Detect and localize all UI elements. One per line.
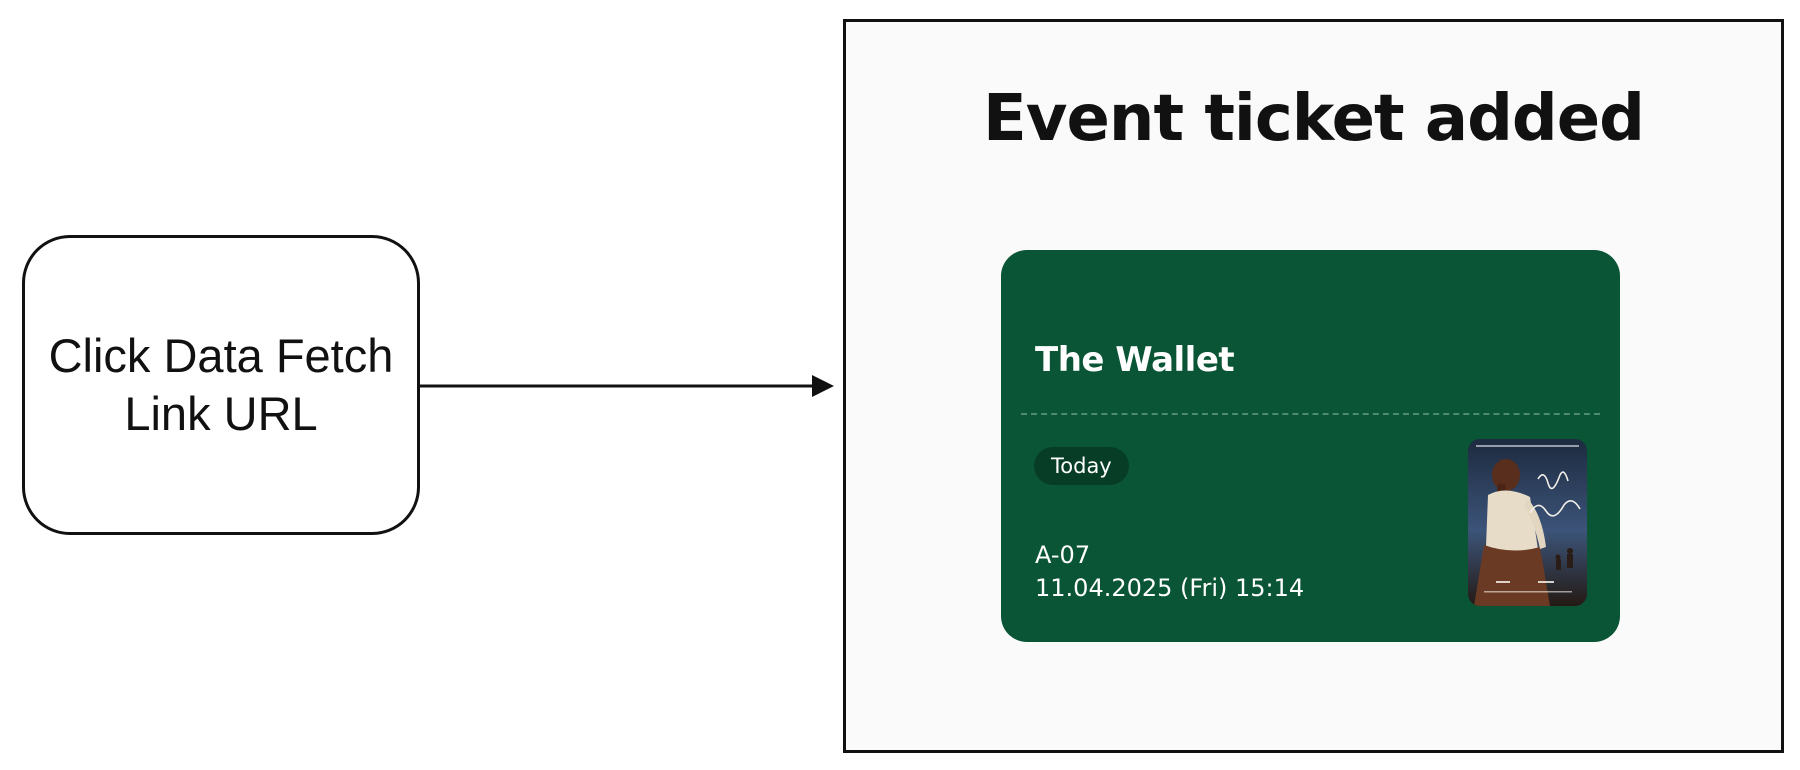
fetch-link-step-box: Click Data Fetch Link URL <box>22 235 420 535</box>
step-label: Click Data Fetch Link URL <box>48 329 394 440</box>
result-panel: Event ticket added The Wallet Today A-07… <box>843 19 1784 753</box>
flow-arrow-head <box>812 375 834 397</box>
ticket-divider <box>1021 413 1600 415</box>
event-ticket-card[interactable]: The Wallet Today A-07 11.04.2025 (Fri) 1… <box>1001 250 1620 642</box>
today-badge: Today <box>1034 447 1129 485</box>
ticket-datetime: 11.04.2025 (Fri) 15:14 <box>1035 574 1305 602</box>
panel-title: Event ticket added <box>983 82 1645 156</box>
movie-poster-image <box>1468 439 1587 606</box>
poster-illustration <box>1468 439 1587 606</box>
ticket-seat: A-07 <box>1035 541 1091 569</box>
ticket-issuer: The Wallet <box>1035 340 1235 380</box>
